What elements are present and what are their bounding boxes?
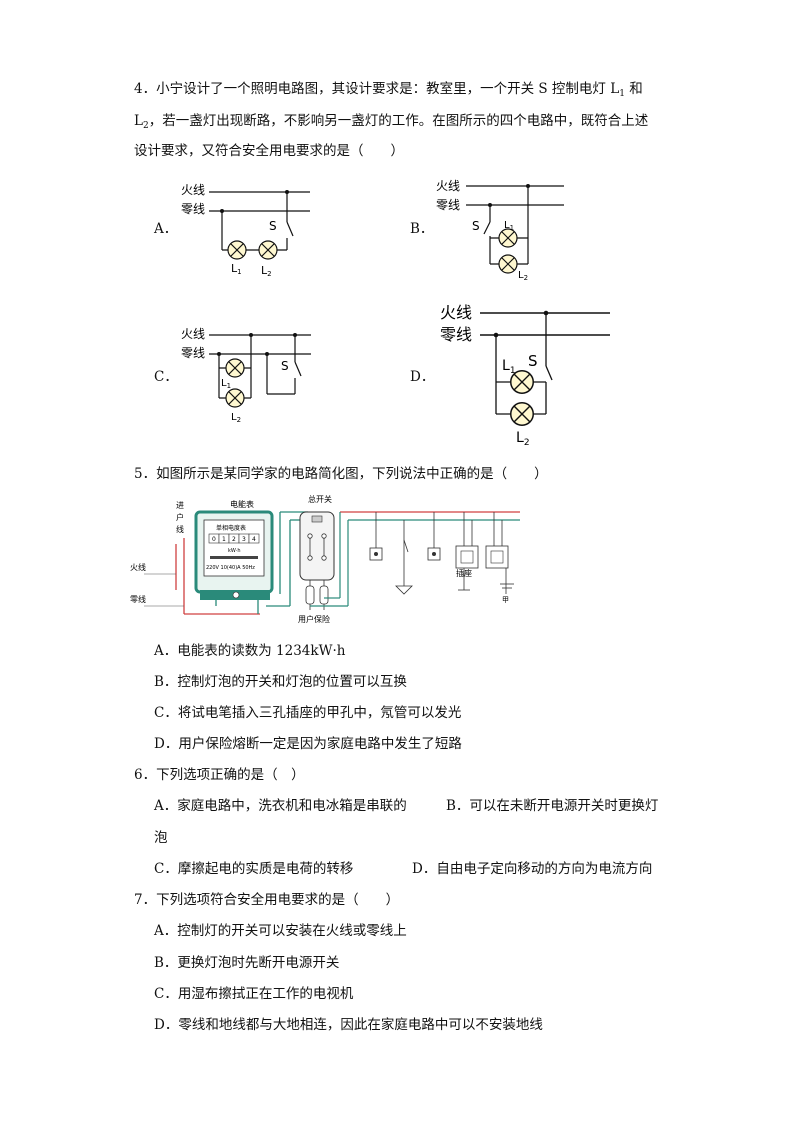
- circuit-d-neutral-label: 零线: [440, 325, 472, 344]
- circuit-a-switch-label: S: [269, 219, 277, 233]
- q6-option-a: A．家庭电路中，洗衣机和电冰箱是串联的: [154, 798, 407, 814]
- q4-option-b-label: B．: [410, 221, 434, 237]
- meter-spec: 220V 10(40)A 50Hz: [206, 565, 255, 571]
- q6-option-c: C．摩擦起电的实质是电荷的转移: [154, 861, 354, 877]
- meter-digit-3: 3: [242, 536, 246, 543]
- q5-option-c: C．将试电笔插入三孔插座的甲孔中，氖管可以发光: [154, 705, 462, 721]
- q6-stem: 6．下列选项正确的是（ ）: [134, 767, 305, 783]
- q5-option-a: A．电能表的读数为 1234kW·h: [154, 643, 346, 659]
- circuit-b-lamp2-label: L2: [518, 270, 528, 282]
- meter-title-label: 电能表: [230, 499, 254, 509]
- meter-unit: kW·h: [228, 548, 241, 554]
- circuit-b-live-label: 火线: [436, 179, 460, 193]
- q7-option-a: A．控制灯的开关可以安装在火线或零线上: [154, 923, 407, 939]
- fuse-label: 用户保险: [298, 614, 330, 624]
- circuit-b-lamp1: [498, 228, 518, 248]
- q5-option-b: B．控制灯泡的开关和灯泡的位置可以互换: [154, 674, 407, 690]
- circuit-d-lamp2: [510, 402, 534, 426]
- circuit-a-lamp2: [258, 240, 278, 260]
- meter-name: 单相电度表: [216, 524, 246, 532]
- circuit-a-diagram: 火线 零线 S L1 L2: [181, 183, 310, 278]
- q4-stem-line3: 设计要求，又符合安全用电要求的是（ ）: [134, 143, 404, 159]
- circuit-b-neutral-label: 零线: [436, 198, 460, 212]
- circuit-c-lamp1: [225, 358, 245, 378]
- q4-option-d-label: D．: [410, 369, 435, 385]
- meter-digit-1: 1: [222, 536, 226, 543]
- q7-option-c: C．用湿布擦拭正在工作的电视机: [154, 986, 354, 1002]
- q5-option-d: D．用户保险熔断一定是因为家庭电路中发生了短路: [154, 736, 462, 752]
- q4-option-a-label: A．: [154, 221, 178, 237]
- socket-hole-label: 甲: [502, 596, 509, 604]
- circuit-a-neutral-label: 零线: [181, 202, 205, 216]
- circuit-d-live-label: 火线: [440, 303, 472, 322]
- meter-digit-2: 2: [232, 536, 236, 543]
- meter-digit-4: 4: [252, 536, 256, 543]
- neutral-wire-label: 零线: [130, 594, 146, 604]
- q6-option-d: D．自由电子定向移动的方向为电流方向: [412, 861, 653, 877]
- q4-stem-line1: 4．小宁设计了一个照明电路图，其设计要求是：教室里，一个开关 S 控制电灯 L1…: [134, 81, 643, 99]
- circuit-b-lamp2: [498, 254, 518, 274]
- q7-option-d: D．零线和地线都与大地相连，因此在家庭电路中可以不安装地线: [154, 1017, 543, 1033]
- circuit-b-diagram: 火线 零线 S L1 L2: [436, 179, 564, 282]
- q7-option-b: B．更换灯泡时先断开电源开关: [154, 955, 340, 971]
- meter-digit-0: 0: [212, 536, 216, 543]
- q6-option-b-continued: 泡: [154, 830, 168, 846]
- circuit-a-lamp2-label: L2: [261, 264, 272, 278]
- q5-stem: 5．如图所示是某同学家的电路简化图，下列说法中正确的是（ ）: [134, 466, 548, 482]
- entry-label-2: 户: [176, 512, 184, 522]
- circuit-c-diagram: 火线 零线 L1 L2 S: [181, 327, 311, 424]
- main-switch-label: 总开关: [308, 494, 332, 504]
- circuit-d-diagram: 火线 零线 S L1 L2: [440, 303, 610, 448]
- q6-option-b: B．可以在未断开电源开关时更换灯: [446, 798, 659, 814]
- circuit-d-lamp1-label: L1: [502, 358, 516, 376]
- circuit-c-live-label: 火线: [181, 327, 205, 341]
- circuit-d-switch-label: S: [528, 352, 538, 370]
- circuit-c-lamp1-label: L1: [221, 378, 231, 390]
- circuit-b-lamp1-label: L1: [504, 220, 514, 232]
- circuit-b-switch-label: S: [472, 219, 480, 233]
- entry-label-1: 进: [176, 501, 184, 510]
- circuit-c-switch-label: S: [281, 359, 289, 373]
- circuit-a-live-label: 火线: [181, 183, 205, 197]
- live-wire-label: 火线: [130, 562, 146, 572]
- q4-stem-line2: L2，若一盏灯出现断路，不影响另一盏灯的工作。在图所示的四个电路中，既符合上述: [134, 113, 649, 131]
- circuit-a-lamp1-label: L1: [231, 262, 242, 276]
- circuit-c-lamp2-label: L2: [231, 412, 241, 424]
- q4-option-c-label: C．: [154, 369, 178, 385]
- q7-stem: 7．下列选项符合安全用电要求的是（ ）: [134, 892, 400, 908]
- household-circuit-diagram: 进 户 线 火线 零线 电能表 总开关 用户保险 插座 甲 单相电度表 0 1 …: [130, 494, 520, 624]
- circuit-c-neutral-label: 零线: [181, 346, 205, 360]
- entry-label-3: 线: [176, 524, 184, 534]
- circuit-c-lamp2: [225, 388, 245, 408]
- circuit-a-lamp1: [227, 240, 247, 260]
- meter-digits: 0 1 2 3 4: [208, 533, 260, 544]
- circuit-d-lamp2-label: L2: [516, 430, 530, 448]
